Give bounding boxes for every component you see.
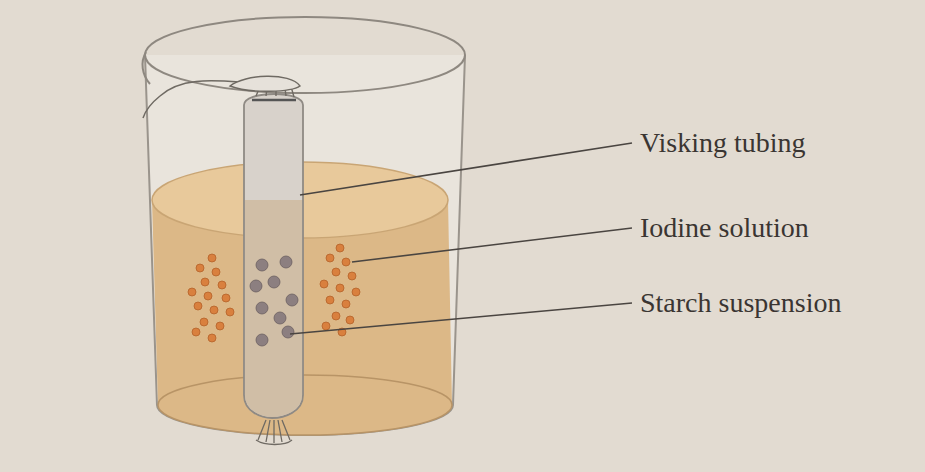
iodine-particle: [218, 281, 226, 289]
iodine-particle: [326, 254, 334, 262]
iodine-particle: [222, 294, 230, 302]
iodine-particle: [336, 284, 344, 292]
iodine-particle: [320, 280, 328, 288]
iodine-particle: [332, 312, 340, 320]
tube-top-frill: [230, 76, 300, 91]
iodine-particle: [322, 322, 330, 330]
starch-particle: [250, 280, 262, 292]
starch-particle: [274, 312, 286, 324]
iodine-particle: [346, 316, 354, 324]
tie: [252, 99, 296, 102]
starch-particle: [256, 302, 268, 314]
part-label: Starch suspension: [640, 288, 841, 319]
bottom-knot: [258, 420, 290, 443]
starch-particle: [256, 259, 268, 271]
iodine-particle: [336, 244, 344, 252]
iodine-particle: [326, 296, 334, 304]
iodine-particle: [342, 300, 350, 308]
part-label: Visking tubing: [640, 128, 806, 159]
iodine-particle: [192, 328, 200, 336]
part-label: Iodine solution: [640, 213, 809, 244]
iodine-particle: [208, 334, 216, 342]
iodine-particle: [200, 318, 208, 326]
beaker-base: [158, 375, 452, 435]
visking-tubing: [244, 94, 303, 418]
string: [143, 81, 240, 118]
starch-particle: [268, 276, 280, 288]
iodine-particle: [226, 308, 234, 316]
tube-contents: [245, 200, 302, 417]
iodine-particle: [188, 288, 196, 296]
bottom-frill: [256, 440, 292, 445]
iodine-particle: [204, 292, 212, 300]
iodine-particle: [196, 264, 204, 272]
iodine-particle: [342, 258, 350, 266]
starch-particle: [256, 334, 268, 346]
iodine-particle: [348, 272, 356, 280]
iodine-particle: [352, 288, 360, 296]
starch-particle: [286, 294, 298, 306]
leader-line: [352, 228, 632, 262]
iodine-particle: [194, 302, 202, 310]
beaker-wall: [145, 55, 465, 435]
starch-particle: [282, 326, 294, 338]
iodine-particle: [212, 268, 220, 276]
iodine-particle: [210, 306, 218, 314]
iodine-particle: [216, 322, 224, 330]
starch-particle: [280, 256, 292, 268]
iodine-particle: [332, 268, 340, 276]
leader-line: [300, 143, 632, 195]
iodine-particle: [201, 278, 209, 286]
beaker-spout: [143, 52, 150, 84]
leader-line: [290, 303, 632, 334]
iodine-particle: [208, 254, 216, 262]
